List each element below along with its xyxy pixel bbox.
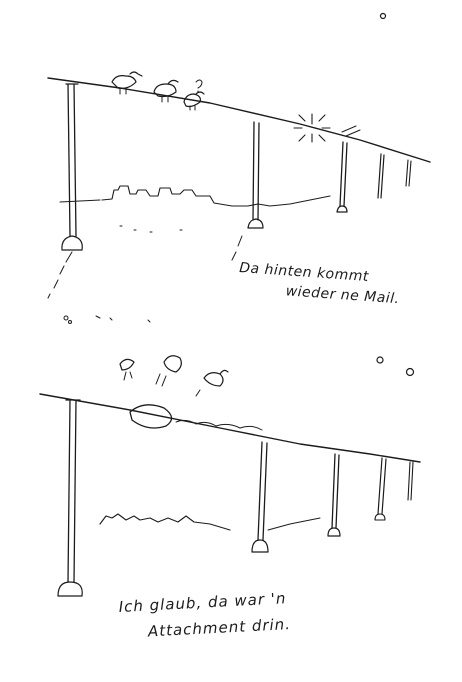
- pole-1: [61, 83, 83, 251]
- pole-5: [405, 159, 412, 187]
- smiley-doodle: [405, 367, 415, 377]
- panel-bottom: [39, 355, 421, 597]
- bird-1: [111, 71, 143, 95]
- bird-2: [153, 79, 179, 103]
- incoming-mail-spark: [293, 113, 361, 143]
- pole-2: [247, 121, 264, 229]
- pole-4: [377, 153, 385, 199]
- flying-bird-3: [195, 369, 229, 397]
- small-circle-doodle: [379, 12, 387, 20]
- pole-9: [374, 457, 387, 521]
- horizon-line-right: [267, 517, 321, 531]
- horizon-line-left: [59, 199, 101, 203]
- question-mark-icon: [195, 79, 203, 93]
- flying-bird-2: [155, 355, 182, 387]
- pole-8: [327, 453, 341, 537]
- pole-7: [251, 441, 269, 553]
- attachment-blob: [129, 404, 263, 431]
- pole-6: [57, 399, 83, 597]
- ground-scribbles: [47, 225, 243, 324]
- power-line-wire-2: [39, 393, 421, 463]
- city-skyline: [101, 185, 331, 207]
- small-circle-doodle-2: [376, 356, 384, 364]
- city-skyline-2: [99, 513, 231, 531]
- panel-top: [47, 12, 431, 324]
- pole-3: [336, 141, 348, 213]
- pole-10: [407, 461, 414, 501]
- bird-3: [183, 79, 205, 111]
- power-line-wire: [47, 77, 431, 163]
- flying-bird-1: [119, 358, 135, 381]
- caption-bottom: Ich glaub, da war 'n Attachment drin.: [118, 585, 292, 646]
